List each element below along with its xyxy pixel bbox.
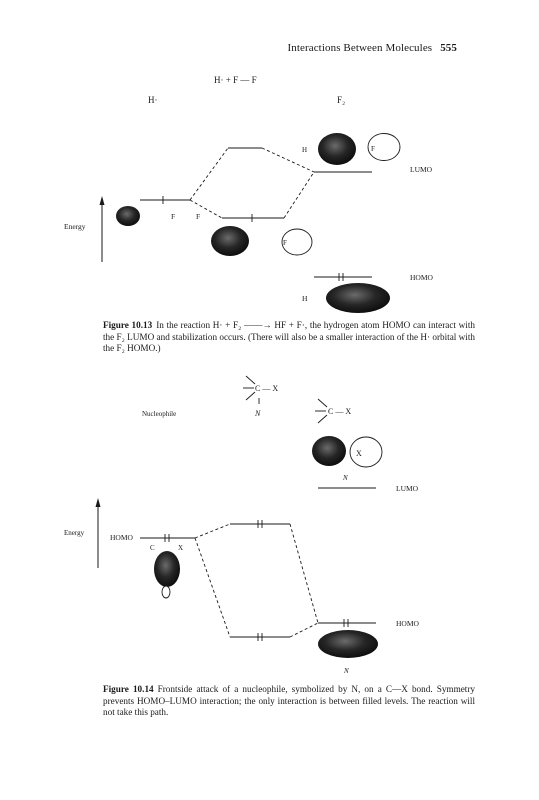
energy-label-2: Energy (64, 529, 85, 537)
correlation-lines-2 (194, 523, 319, 638)
n-label-right: N (342, 474, 348, 482)
lumo-light-lobe (367, 133, 401, 161)
top-carbon-bonds (243, 375, 256, 401)
bottom-n-label: N (343, 667, 349, 675)
top-cx-label: C — X (255, 384, 278, 393)
reaction-equation: H· + F — F (214, 75, 257, 85)
caption-text: In the reaction H· + F₂ ——→ HF + F·, the… (103, 320, 475, 353)
homo-orbital-lobe (326, 283, 390, 313)
f2-label: F₂ (337, 95, 345, 105)
caption-label-2: Figure 10.14 (103, 684, 154, 694)
energy-label: Energy (64, 222, 86, 231)
lumo-lobe-f-label: F (371, 145, 375, 153)
running-header: Interactions Between Molecules 555 (287, 42, 457, 54)
bonding-dark-lobe (211, 226, 249, 256)
cx-small-lobe (161, 585, 171, 599)
page-number: 555 (440, 42, 457, 54)
lumo-dark-lobe (318, 133, 356, 165)
right-cx-label: C — X (328, 407, 351, 416)
h-orbital-lobe (116, 206, 140, 226)
lobe-x-label: X (356, 449, 362, 458)
lumo-label-2: LUMO (396, 484, 419, 493)
bonding-light-lobe (281, 228, 313, 256)
left-f1-label: F (171, 212, 175, 221)
c-label: C (150, 544, 155, 552)
x-label: X (178, 544, 183, 552)
h-radical-label: H· (148, 95, 158, 105)
cx-homo-orbital (318, 630, 378, 658)
bonding-lobe-f-label: F (283, 239, 287, 247)
cx-light-lobe (349, 436, 383, 468)
homo-label: HOMO (410, 273, 434, 282)
figure-10-13-diagram: H· + F — F H· F₂ Energy F F LUMO (64, 75, 434, 313)
caption-label: Figure 10.13 (103, 320, 153, 330)
cx-dark-lobe (312, 436, 346, 466)
nucleophile-n-label: N (254, 409, 261, 418)
homo-orbital-h-label: H (302, 294, 308, 303)
right-carbon-bonds (315, 398, 328, 424)
energy-axis-2 (95, 498, 101, 568)
homo-right-label: HOMO (396, 619, 420, 628)
lumo-lobe-h-label: H (302, 146, 307, 154)
homo-left-label: HOMO (110, 533, 134, 542)
header-title: Interactions Between Molecules (287, 42, 433, 54)
nucleophile-label: Nucleophile (142, 410, 176, 418)
caption-text-2: Frontside attack of a nucleophile, symbo… (103, 684, 475, 717)
lumo-label: LUMO (410, 165, 433, 174)
left-f2-label: F (196, 212, 200, 221)
energy-axis (99, 196, 105, 262)
cx-bond-lobe (154, 551, 180, 587)
correlation-lines (189, 147, 315, 219)
